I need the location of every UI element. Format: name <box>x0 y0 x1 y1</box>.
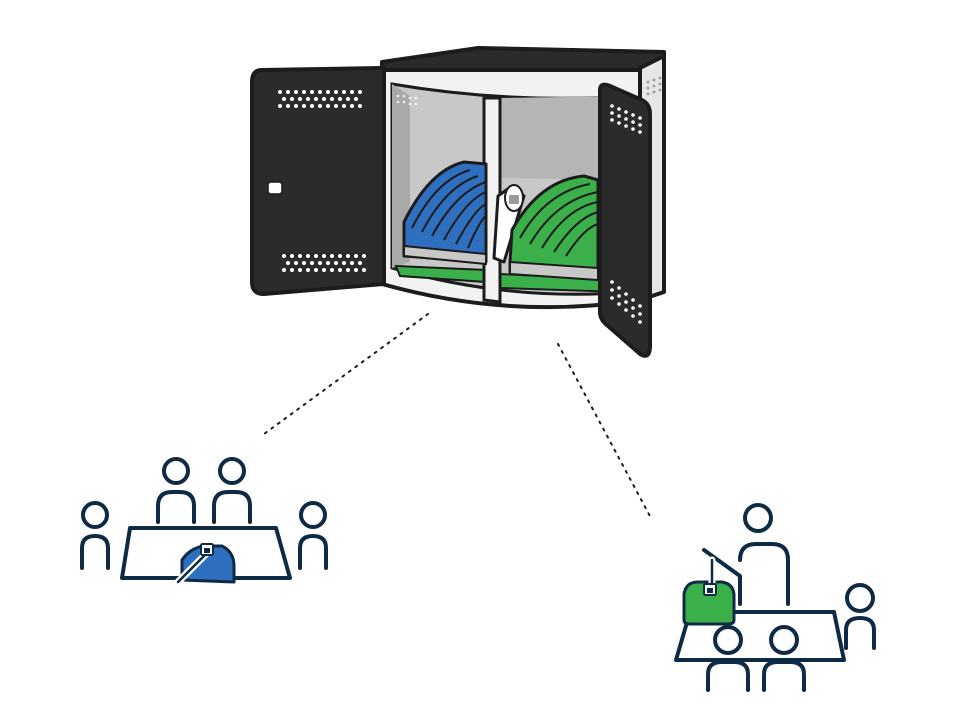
person-head <box>299 501 327 529</box>
person-body <box>298 534 328 570</box>
person-body <box>80 534 110 570</box>
door-handle <box>267 181 283 195</box>
person-body <box>156 490 196 524</box>
meeting-table-group-icon <box>80 457 328 580</box>
person-head <box>713 625 743 655</box>
cabinet-left-door <box>250 66 386 296</box>
right-door-vent-bottom <box>610 280 642 324</box>
person-head <box>81 501 109 529</box>
meeting-table <box>120 526 292 580</box>
person-body <box>706 660 750 692</box>
blue-bag-icon <box>174 543 236 586</box>
connector-right <box>557 343 653 521</box>
person-body <box>844 616 876 650</box>
classroom-presenter-group-icon <box>674 503 876 692</box>
right-door-vent-top <box>610 104 642 134</box>
person-head <box>162 457 190 485</box>
door-vent-bottom <box>282 254 366 272</box>
presenter-head <box>743 503 773 533</box>
person-head <box>218 457 246 485</box>
person-head <box>769 625 799 655</box>
interior-vent <box>396 94 418 106</box>
charging-cabinet-icon <box>250 46 666 358</box>
door-vent-top <box>278 90 362 108</box>
person-body <box>762 660 806 692</box>
green-bag-icon <box>682 556 736 626</box>
cabinet-right-door <box>598 82 652 358</box>
blue-bag-icon <box>402 160 488 266</box>
side-vent <box>646 76 662 96</box>
classroom-desk <box>674 610 846 662</box>
connector-left <box>263 313 429 435</box>
person-head <box>845 583 875 613</box>
presenter-body <box>702 542 790 606</box>
person-body <box>212 490 252 524</box>
